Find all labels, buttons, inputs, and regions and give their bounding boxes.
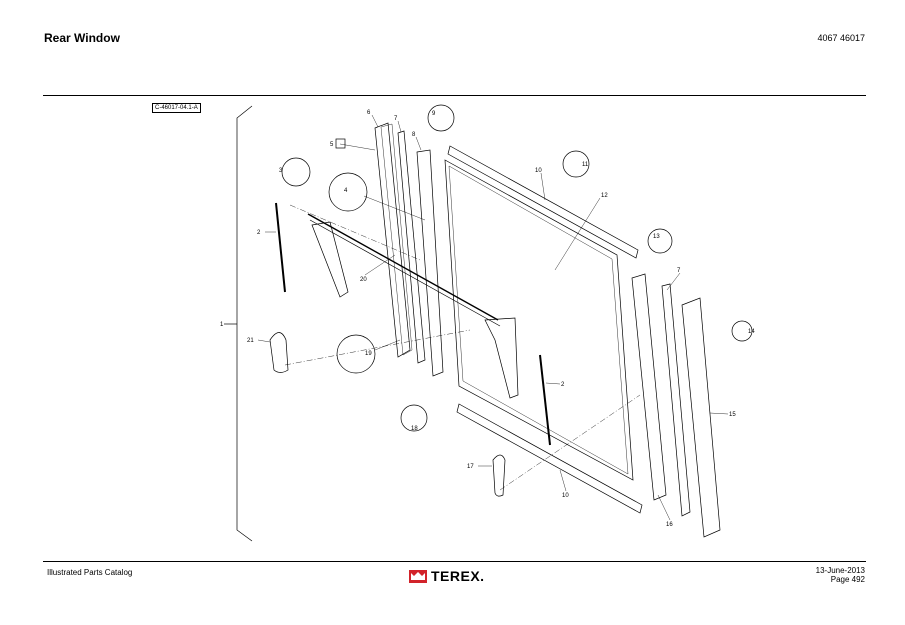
hinge-arm-right <box>484 317 519 399</box>
callout-label: 9 <box>432 111 436 117</box>
gas-strut-left <box>275 202 286 293</box>
bottom-seal-bar <box>456 403 643 514</box>
footer-meta: 13-June-2013 Page 492 <box>816 566 865 584</box>
page-number: Page 492 <box>830 575 865 584</box>
callout-label: 8 <box>412 132 416 138</box>
footer-divider <box>43 561 866 562</box>
callout-label: 12 <box>601 193 608 199</box>
strip-7 <box>397 130 426 364</box>
callout-label: 7 <box>677 268 681 274</box>
detail-9 <box>427 104 455 132</box>
glass-pane <box>444 159 634 481</box>
detail-3 <box>281 157 311 187</box>
assembly-bracket <box>236 105 253 542</box>
callout-label: 19 <box>365 351 372 357</box>
strip-8 <box>416 149 444 377</box>
detail-4 <box>328 172 368 212</box>
strip-16 <box>631 273 667 501</box>
part-5 <box>335 138 346 149</box>
top-seal-bar <box>447 145 639 259</box>
callout-label: 16 <box>666 522 673 528</box>
callout-label: 17 <box>467 464 474 470</box>
strip-6 <box>374 122 411 358</box>
rod <box>307 213 499 321</box>
handle-17 <box>492 454 506 497</box>
gas-strut-right <box>539 354 551 446</box>
handle-21 <box>269 332 289 373</box>
callout-label: 7 <box>394 116 398 122</box>
catalog-name: Illustrated Parts Catalog <box>47 568 133 577</box>
document-number: 4067 46017 <box>817 33 865 43</box>
callout-label: 2 <box>257 230 261 236</box>
publication-date: 13-June-2013 <box>815 566 865 575</box>
callout-label: 20 <box>360 277 367 283</box>
strip-7-right <box>661 283 691 517</box>
callout-label: 21 <box>247 338 254 344</box>
header-divider <box>43 95 866 96</box>
terex-logo-icon <box>409 569 427 583</box>
detail-19 <box>336 334 376 374</box>
page-title: Rear Window <box>44 31 120 45</box>
terex-logo: TEREX. <box>409 568 485 584</box>
callout-label: 11 <box>582 162 589 168</box>
detail-18 <box>400 404 428 432</box>
detail-14 <box>731 320 753 342</box>
callout-label: 18 <box>411 426 418 432</box>
callout-label: 13 <box>653 234 660 240</box>
callout-label: 6 <box>367 110 371 116</box>
strip-15 <box>681 297 721 538</box>
detail-13 <box>647 228 673 254</box>
callout-label: 4 <box>344 188 348 194</box>
callout-label: 5 <box>330 142 334 148</box>
callout-label: 2 <box>561 382 565 388</box>
hinge-arm-left <box>311 221 349 298</box>
figure-reference: C-46017-04.1-A <box>152 103 201 113</box>
callout-label: 15 <box>729 412 736 418</box>
detail-11 <box>562 150 590 178</box>
brand-name: TEREX. <box>431 568 485 584</box>
callout-label: 1 <box>220 322 224 328</box>
callout-labels: 6 7 8 9 5 3 4 10 11 12 13 7 14 2 20 1 21… <box>220 110 755 528</box>
callout-label: 10 <box>562 493 569 499</box>
callout-label: 14 <box>748 329 755 335</box>
callout-label: 3 <box>279 168 283 174</box>
callout-label: 10 <box>535 168 542 174</box>
